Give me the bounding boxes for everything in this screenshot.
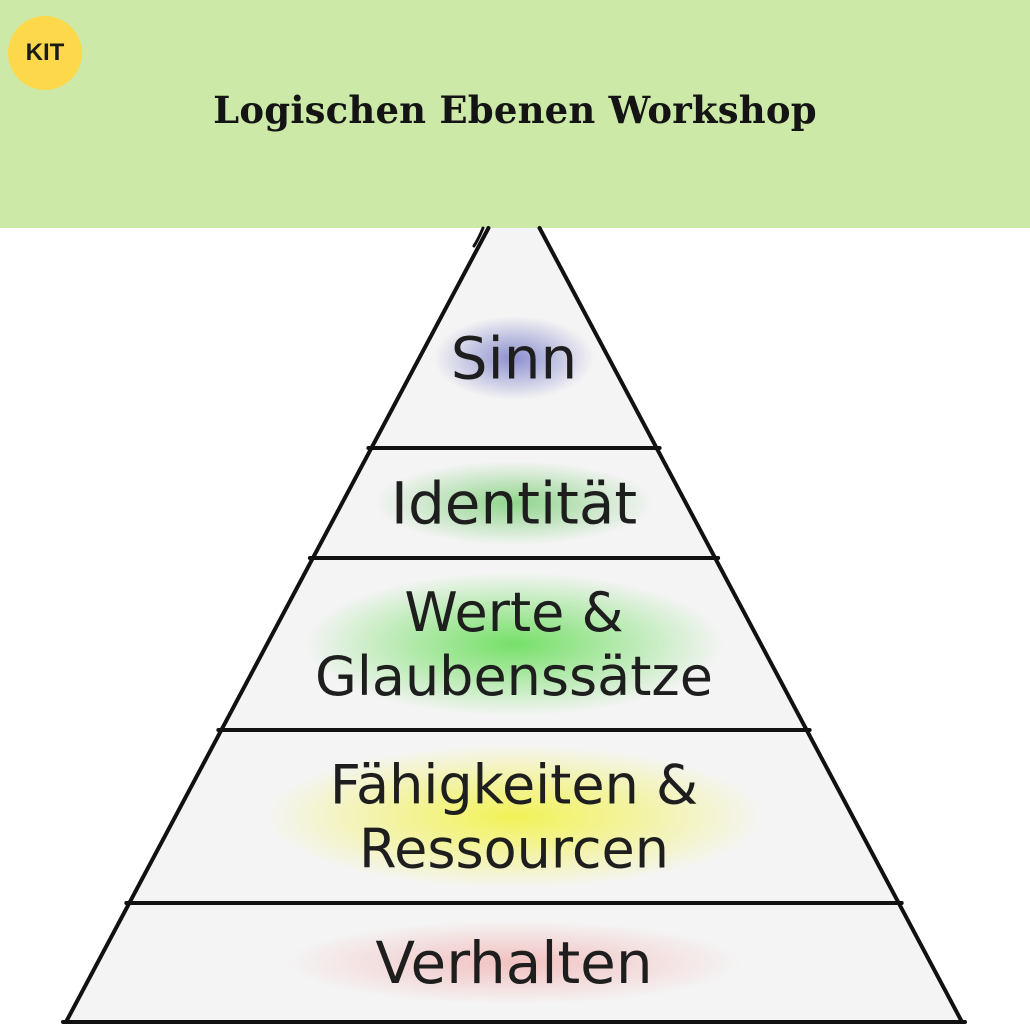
level-label: Werte & — [404, 581, 623, 644]
level-label: Identität — [391, 469, 637, 537]
level-glow-4 — [264, 744, 764, 889]
page-title: Logischen Ebenen Workshop — [213, 88, 817, 132]
level-glow-5 — [284, 920, 744, 1005]
level-label: Verhalten — [375, 929, 652, 997]
level-glow-1 — [434, 316, 594, 400]
level-glow-3 — [304, 572, 724, 716]
header-banner: KIT Logischen Ebenen Workshop — [0, 0, 1030, 228]
pyramid-left-edge — [64, 226, 491, 1024]
level-glow-2 — [374, 461, 654, 545]
level-label: Sinn — [451, 324, 577, 392]
level-label: Ressourcen — [359, 817, 669, 880]
pyramid-apex-stroke — [472, 226, 485, 248]
kit-badge: KIT — [8, 16, 82, 90]
level-label: Fähigkeiten & — [330, 753, 698, 816]
level-label: Glaubenssätze — [315, 645, 713, 708]
pyramid-right-edge — [537, 226, 964, 1024]
